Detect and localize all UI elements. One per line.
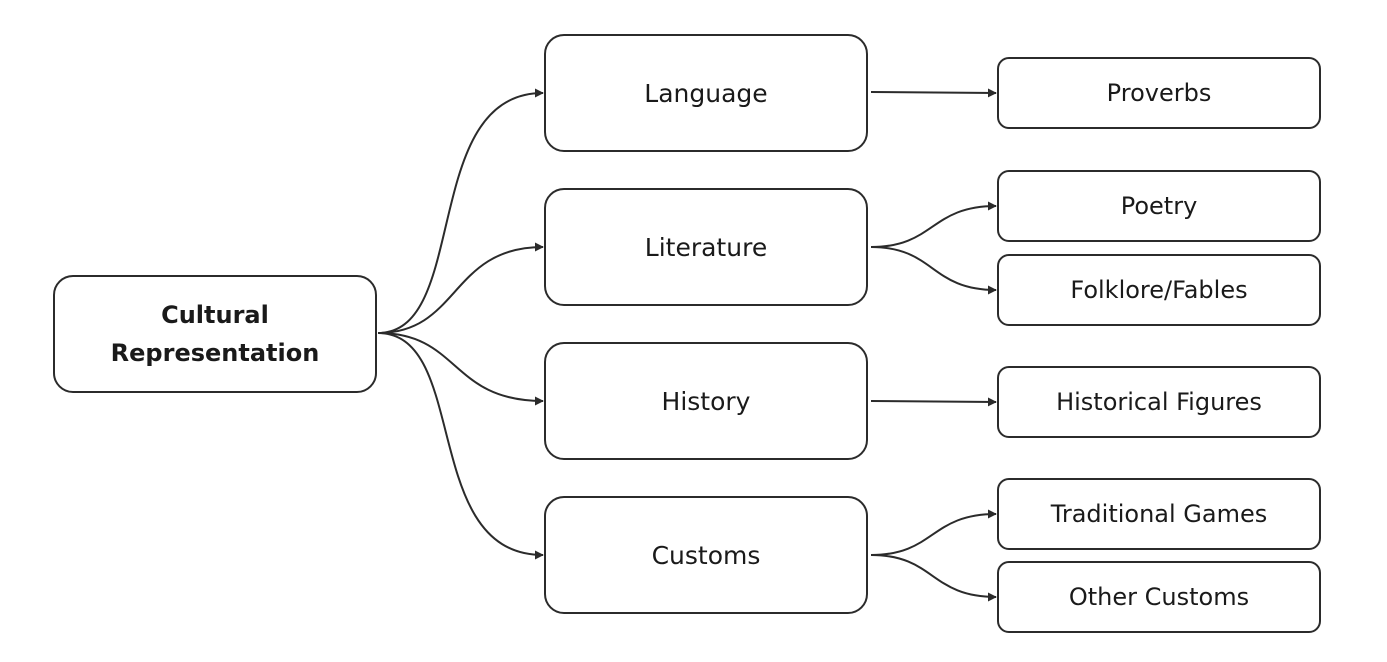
root-label-line2: Representation xyxy=(110,339,320,367)
node-label: Literature xyxy=(644,232,768,262)
connector-root-language xyxy=(377,88,544,334)
node-proverbs: Proverbs xyxy=(997,57,1321,129)
connector-history-historical-figures xyxy=(870,397,997,407)
node-literature: Literature xyxy=(544,188,868,306)
node-label: Proverbs xyxy=(1106,79,1212,107)
connector-language-proverbs xyxy=(870,88,997,98)
node-history: History xyxy=(544,342,868,460)
node-label: Traditional Games xyxy=(1050,500,1268,528)
node-label: Language xyxy=(644,78,768,108)
node-folklore-fables: Folklore/Fables xyxy=(997,254,1321,326)
node-poetry: Poetry xyxy=(997,170,1321,242)
node-label: Other Customs xyxy=(1068,583,1250,611)
connector-literature-folklore xyxy=(870,246,997,295)
node-label: Poetry xyxy=(1120,192,1198,220)
node-historical-figures: Historical Figures xyxy=(997,366,1321,438)
node-other-customs: Other Customs xyxy=(997,561,1321,633)
connector-literature-poetry xyxy=(870,201,997,248)
node-label: Historical Figures xyxy=(1056,388,1262,416)
connector-root-literature xyxy=(377,242,544,334)
connector-root-customs xyxy=(377,332,544,560)
node-label: Folklore/Fables xyxy=(1070,276,1248,304)
node-language: Language xyxy=(544,34,868,152)
node-label: History xyxy=(661,386,751,416)
root-label-line1: Cultural xyxy=(161,301,269,329)
root-node: Cultural Representation xyxy=(53,275,377,393)
node-label: Customs xyxy=(651,540,761,570)
node-customs: Customs xyxy=(544,496,868,614)
connector-customs-traditional-games xyxy=(870,509,997,556)
node-traditional-games: Traditional Games xyxy=(997,478,1321,550)
connector-customs-other-customs xyxy=(870,554,997,602)
connector-root-history xyxy=(377,332,544,406)
